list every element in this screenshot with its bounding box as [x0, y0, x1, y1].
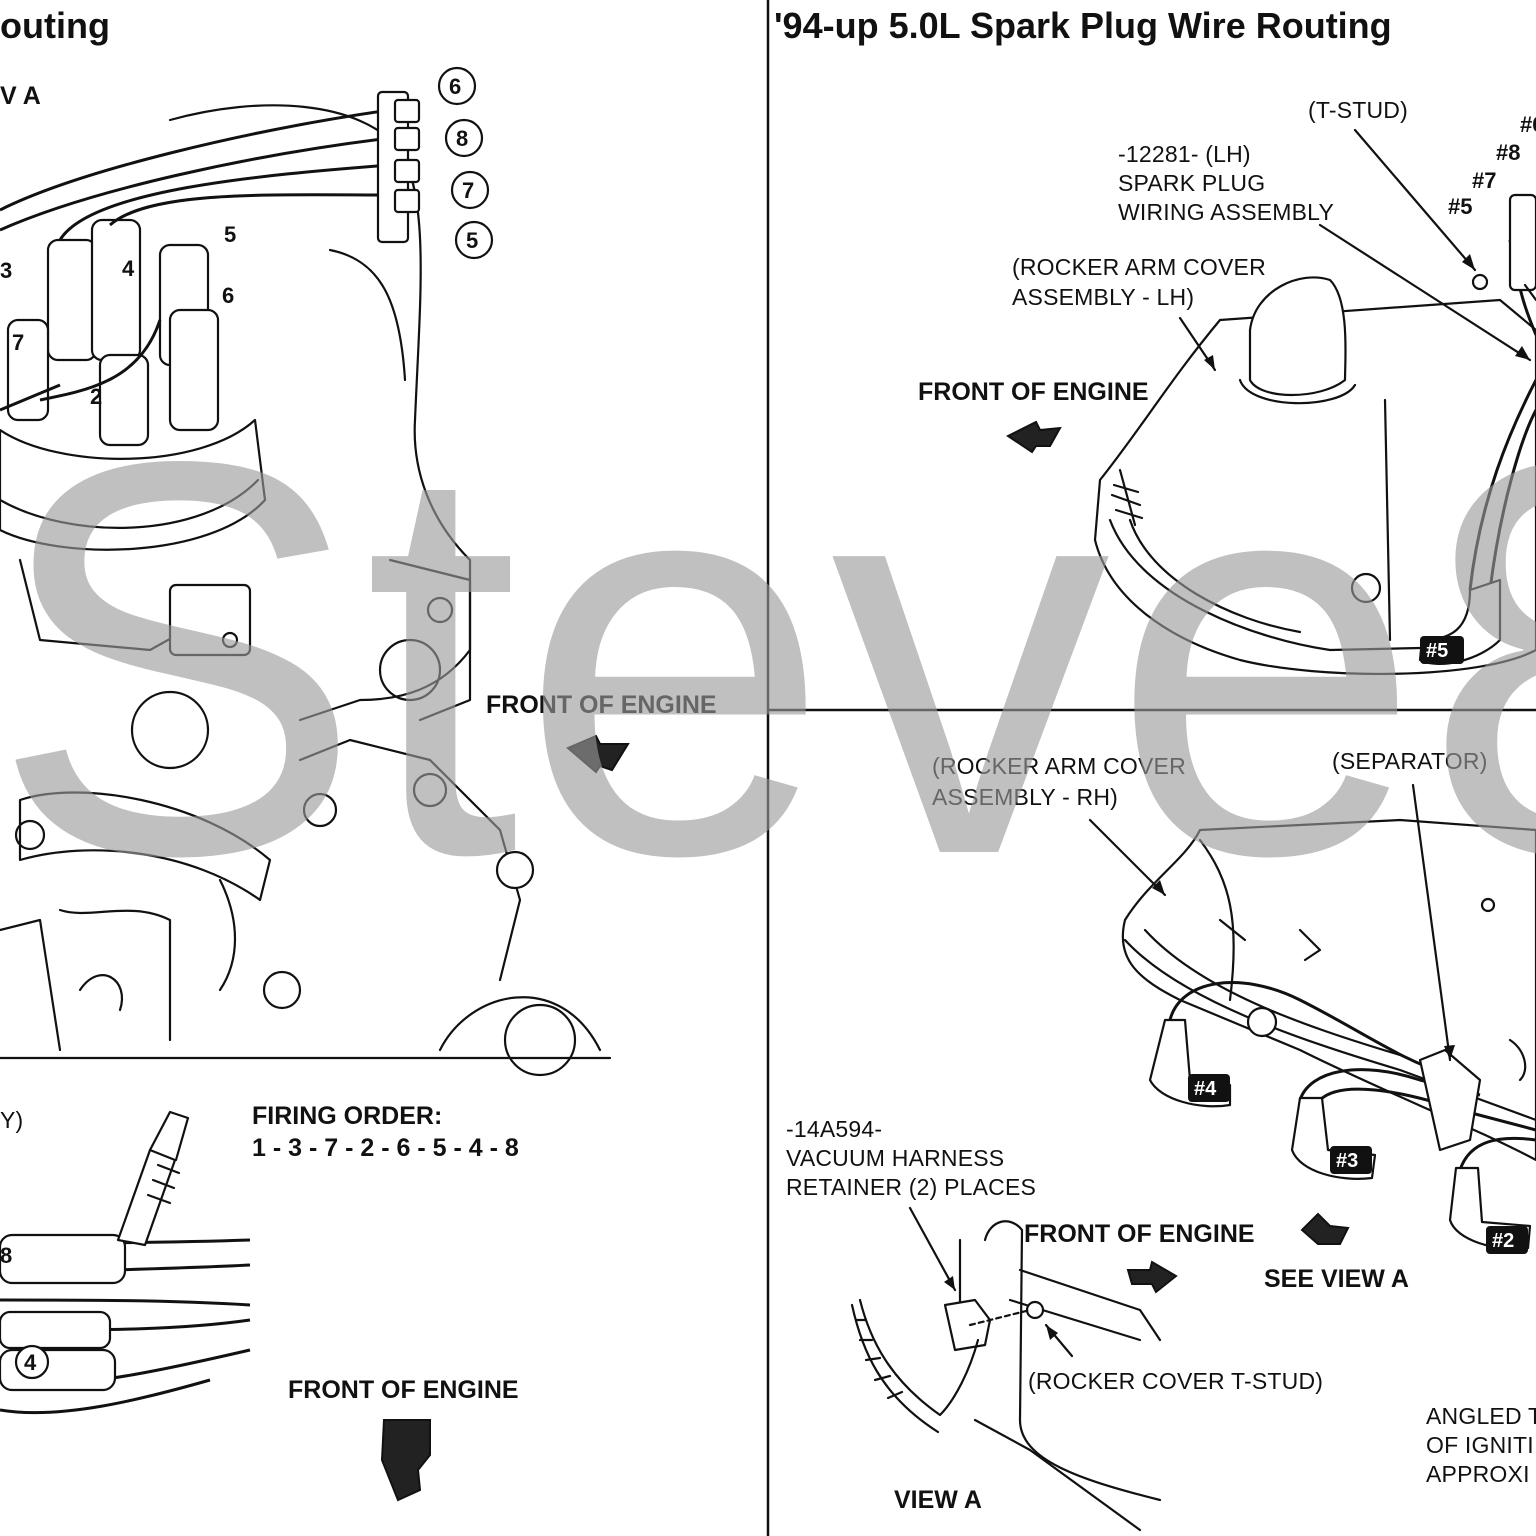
- cap-number: 2: [90, 384, 102, 409]
- firing-order-value: 1 - 3 - 7 - 2 - 6 - 5 - 4 - 8: [252, 1134, 519, 1162]
- wire-tag: #2: [1492, 1230, 1514, 1252]
- cap-number: 7: [12, 330, 24, 355]
- watermark: Steve8: [0, 345, 1536, 971]
- front-of-engine-label: FRONT OF ENGINE: [486, 691, 717, 719]
- rh-rocker-cover-illustration: [1121, 818, 1536, 1250]
- rocker-rh-line2: ASSEMBLY - RH): [932, 784, 1118, 810]
- wire-tag-5-badge: [1420, 636, 1464, 664]
- see-view-a-label: SEE VIEW A: [1264, 1265, 1409, 1293]
- angled-line3: APPROXI: [1426, 1461, 1530, 1487]
- leader-lines-lh: [1178, 128, 1532, 372]
- wire-tag: #8: [1496, 140, 1520, 165]
- front-of-engine-label: FRONT OF ENGINE: [288, 1376, 519, 1404]
- leader-lines-rh: [1088, 783, 1455, 1062]
- front-arrow-icon: [566, 734, 630, 774]
- front-of-engine-label: FRONT OF ENGINE: [918, 378, 1149, 406]
- circled-number: 7: [462, 178, 474, 203]
- vac-part-number: -14A594-: [786, 1116, 882, 1142]
- cap-number: 6: [222, 283, 234, 308]
- vac-line2: VACUUM HARNESS: [786, 1145, 1004, 1171]
- separator-label: (SEPARATOR): [1332, 748, 1488, 774]
- wire-tag: #6: [1520, 112, 1536, 137]
- rocker-lh-line1: (ROCKER ARM COVER: [1012, 254, 1266, 280]
- distributor-illustration: [0, 90, 612, 1077]
- circled-number: 5: [466, 228, 478, 253]
- view-a-label: VIEW A: [894, 1486, 982, 1514]
- wire-tag-5: #5: [1426, 640, 1448, 662]
- front-of-engine-label: FRONT OF ENGINE: [1024, 1220, 1255, 1248]
- lh-line3: WIRING ASSEMBLY: [1118, 199, 1334, 225]
- lower-number: 8: [0, 1243, 12, 1268]
- front-arrow-icon: [1006, 420, 1062, 454]
- lower-number-circle: [14, 1344, 50, 1380]
- partial-label: Y): [0, 1107, 23, 1133]
- front-down-arrow-icon: [380, 1419, 431, 1502]
- lh-line2: SPARK PLUG: [1118, 170, 1265, 196]
- wire-tag-4-badge: [1188, 1074, 1230, 1102]
- cap-number: 5: [224, 222, 236, 247]
- view-a-detail: [850, 1206, 1162, 1532]
- view-label: V A: [0, 82, 41, 110]
- circled-number: 6: [449, 74, 461, 99]
- wire-tag-3-badge: [1330, 1146, 1372, 1174]
- rocker-rh-line1: (ROCKER ARM COVER: [932, 753, 1186, 779]
- wire-tag-2-badge: [1486, 1226, 1528, 1254]
- wire-tag: #5: [1448, 194, 1472, 219]
- circled-number: 8: [456, 126, 468, 151]
- lh-part-number: -12281- (LH): [1118, 141, 1251, 167]
- cap-number: 4: [122, 256, 135, 281]
- angled-line1: ANGLED T: [1426, 1403, 1536, 1429]
- rocker-tstud-label: (ROCKER COVER T-STUD): [1028, 1368, 1323, 1394]
- lh-rocker-cover-illustration: [1093, 193, 1536, 676]
- wire-tag: #4: [1194, 1078, 1217, 1100]
- left-panel-title: outing: [0, 5, 110, 46]
- front-arrow-icon: [1126, 1260, 1178, 1294]
- cap-number: 3: [0, 258, 12, 283]
- circled-wire-numbers: [437, 66, 494, 260]
- wire-tag: #7: [1472, 168, 1496, 193]
- lower-number: 4: [24, 1350, 37, 1375]
- vac-line3: RETAINER (2) PLACES: [786, 1174, 1036, 1200]
- right-panel-title: '94-up 5.0L Spark Plug Wire Routing: [774, 5, 1392, 46]
- wire-tag: #3: [1336, 1150, 1358, 1172]
- angled-line2: OF IGNITI: [1426, 1432, 1534, 1458]
- t-stud-label: (T-STUD): [1308, 97, 1408, 123]
- see-view-arrow-icon: [1300, 1212, 1350, 1245]
- firing-order-label: FIRING ORDER:: [252, 1102, 442, 1130]
- rocker-lh-line2: ASSEMBLY - LH): [1012, 284, 1194, 310]
